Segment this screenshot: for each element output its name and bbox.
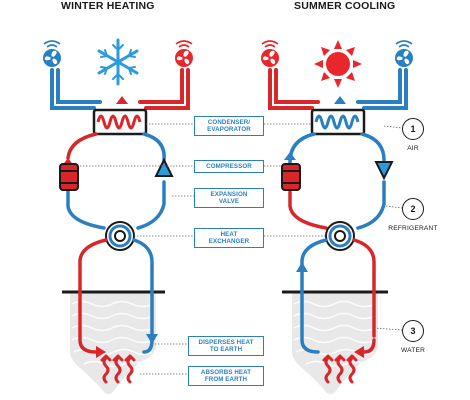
winter-heating-title: WINTER HEATING	[55, 0, 161, 13]
snowflake-icon	[97, 38, 139, 86]
compressor-right	[281, 163, 301, 191]
compressor-left	[59, 163, 79, 191]
compressor-label: COMPRESSOR	[194, 160, 264, 173]
step-1-label: AIR	[407, 145, 419, 152]
step-1-badge: 1	[402, 118, 424, 140]
step-3-badge: 3	[402, 320, 424, 342]
earth-left	[69, 292, 156, 395]
expansion-valve-right	[374, 161, 394, 181]
summer-cooling-title: SUMMER COOLING	[288, 0, 402, 13]
expansion-valve-left	[154, 157, 174, 177]
step-2-label: REFRIGERANT	[388, 225, 438, 232]
fan-icon	[394, 40, 414, 68]
leader-lines	[80, 123, 403, 375]
heat-exchanger-left	[105, 221, 135, 251]
step-3-label: WATER	[400, 347, 426, 354]
earth-right	[291, 292, 378, 395]
step-2-badge: 2	[402, 198, 424, 220]
condenser-label: CONDENSER/EVAPORATOR	[194, 116, 264, 136]
fan-icon	[174, 40, 194, 68]
summer-cooling-panel	[260, 40, 414, 395]
winter-heating-panel	[42, 38, 194, 395]
sun-icon	[314, 40, 362, 88]
fan-icon	[42, 40, 62, 68]
fan-icon	[260, 40, 280, 68]
heat-exchanger-right	[325, 221, 355, 251]
